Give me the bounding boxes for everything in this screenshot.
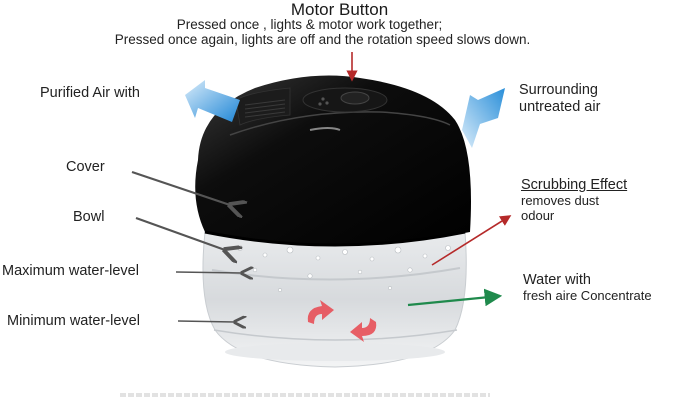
water-concentrate-label: Water with fresh aire Concentrate (523, 272, 652, 304)
cover-shape (195, 75, 471, 247)
max-water-pointer (175, 272, 242, 273)
rotation-arrow-icon (350, 318, 377, 342)
untreated-air-arrow-icon (462, 88, 505, 148)
purified-air-arrow-icon (185, 80, 240, 122)
scrubbing-pointer (431, 215, 512, 266)
min-water-pointer (177, 321, 235, 322)
min-water-level-label: Minimum water-level (7, 313, 140, 329)
scrubbing-effect-title: Scrubbing Effect (521, 177, 628, 193)
water-pointer (407, 288, 503, 307)
surrounding-air-line2: untreated air (519, 99, 601, 115)
cover-pointer (131, 170, 230, 205)
motor-button-title: Motor Button (290, 0, 389, 19)
surrounding-air-label: Surrounding untreated air (519, 82, 600, 116)
cover-label: Cover (66, 159, 105, 175)
surrounding-air-line1: Surrounding (519, 82, 598, 98)
scrubbing-effect-line2: odour (521, 208, 555, 223)
purified-air-label: Purified Air with (40, 85, 140, 101)
water-concentrate-line2: fresh aire Concentrate (523, 288, 652, 303)
water-concentrate-line1: Water with (523, 272, 591, 288)
motor-button-desc-line2: Pressed once again, lights are off and t… (114, 32, 531, 47)
motor-button-desc-line1: Pressed once , lights & motor work toget… (176, 17, 443, 32)
bowl-pointer (135, 216, 225, 250)
scrubbing-effect-line1: removes dust (521, 193, 600, 208)
rotation-arrow-icon (307, 300, 334, 324)
faded-footer-text (120, 393, 490, 397)
max-water-level-label: Maximum water-level (2, 263, 139, 279)
motor-button-icon (340, 91, 370, 105)
scrubbing-effect-label: Scrubbing Effect removes dust odour (521, 177, 628, 224)
bowl-shape (202, 231, 467, 368)
bowl-label: Bowl (73, 209, 105, 225)
